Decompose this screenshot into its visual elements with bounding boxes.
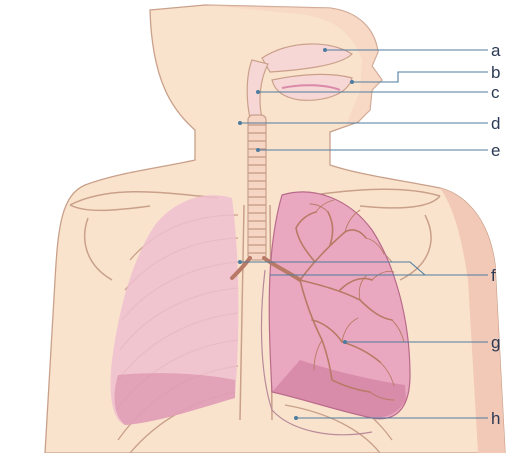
anchor-d [238,121,242,125]
trachea-tube [248,115,266,260]
label-d: d [491,114,500,133]
anchor-h [294,416,298,420]
trachea [248,115,266,260]
label-g: g [491,333,500,352]
label-e: e [491,141,500,160]
label-h: h [491,409,500,428]
anchor-a [323,48,327,52]
anchor-c [256,90,260,94]
anchor-b [350,80,354,84]
label-b: b [491,63,500,82]
anchor-f [238,260,242,264]
anchor-e [256,148,260,152]
label-c: c [491,83,500,102]
label-a: a [491,41,501,60]
label-f: f [491,266,496,285]
anchor-g [343,340,347,344]
